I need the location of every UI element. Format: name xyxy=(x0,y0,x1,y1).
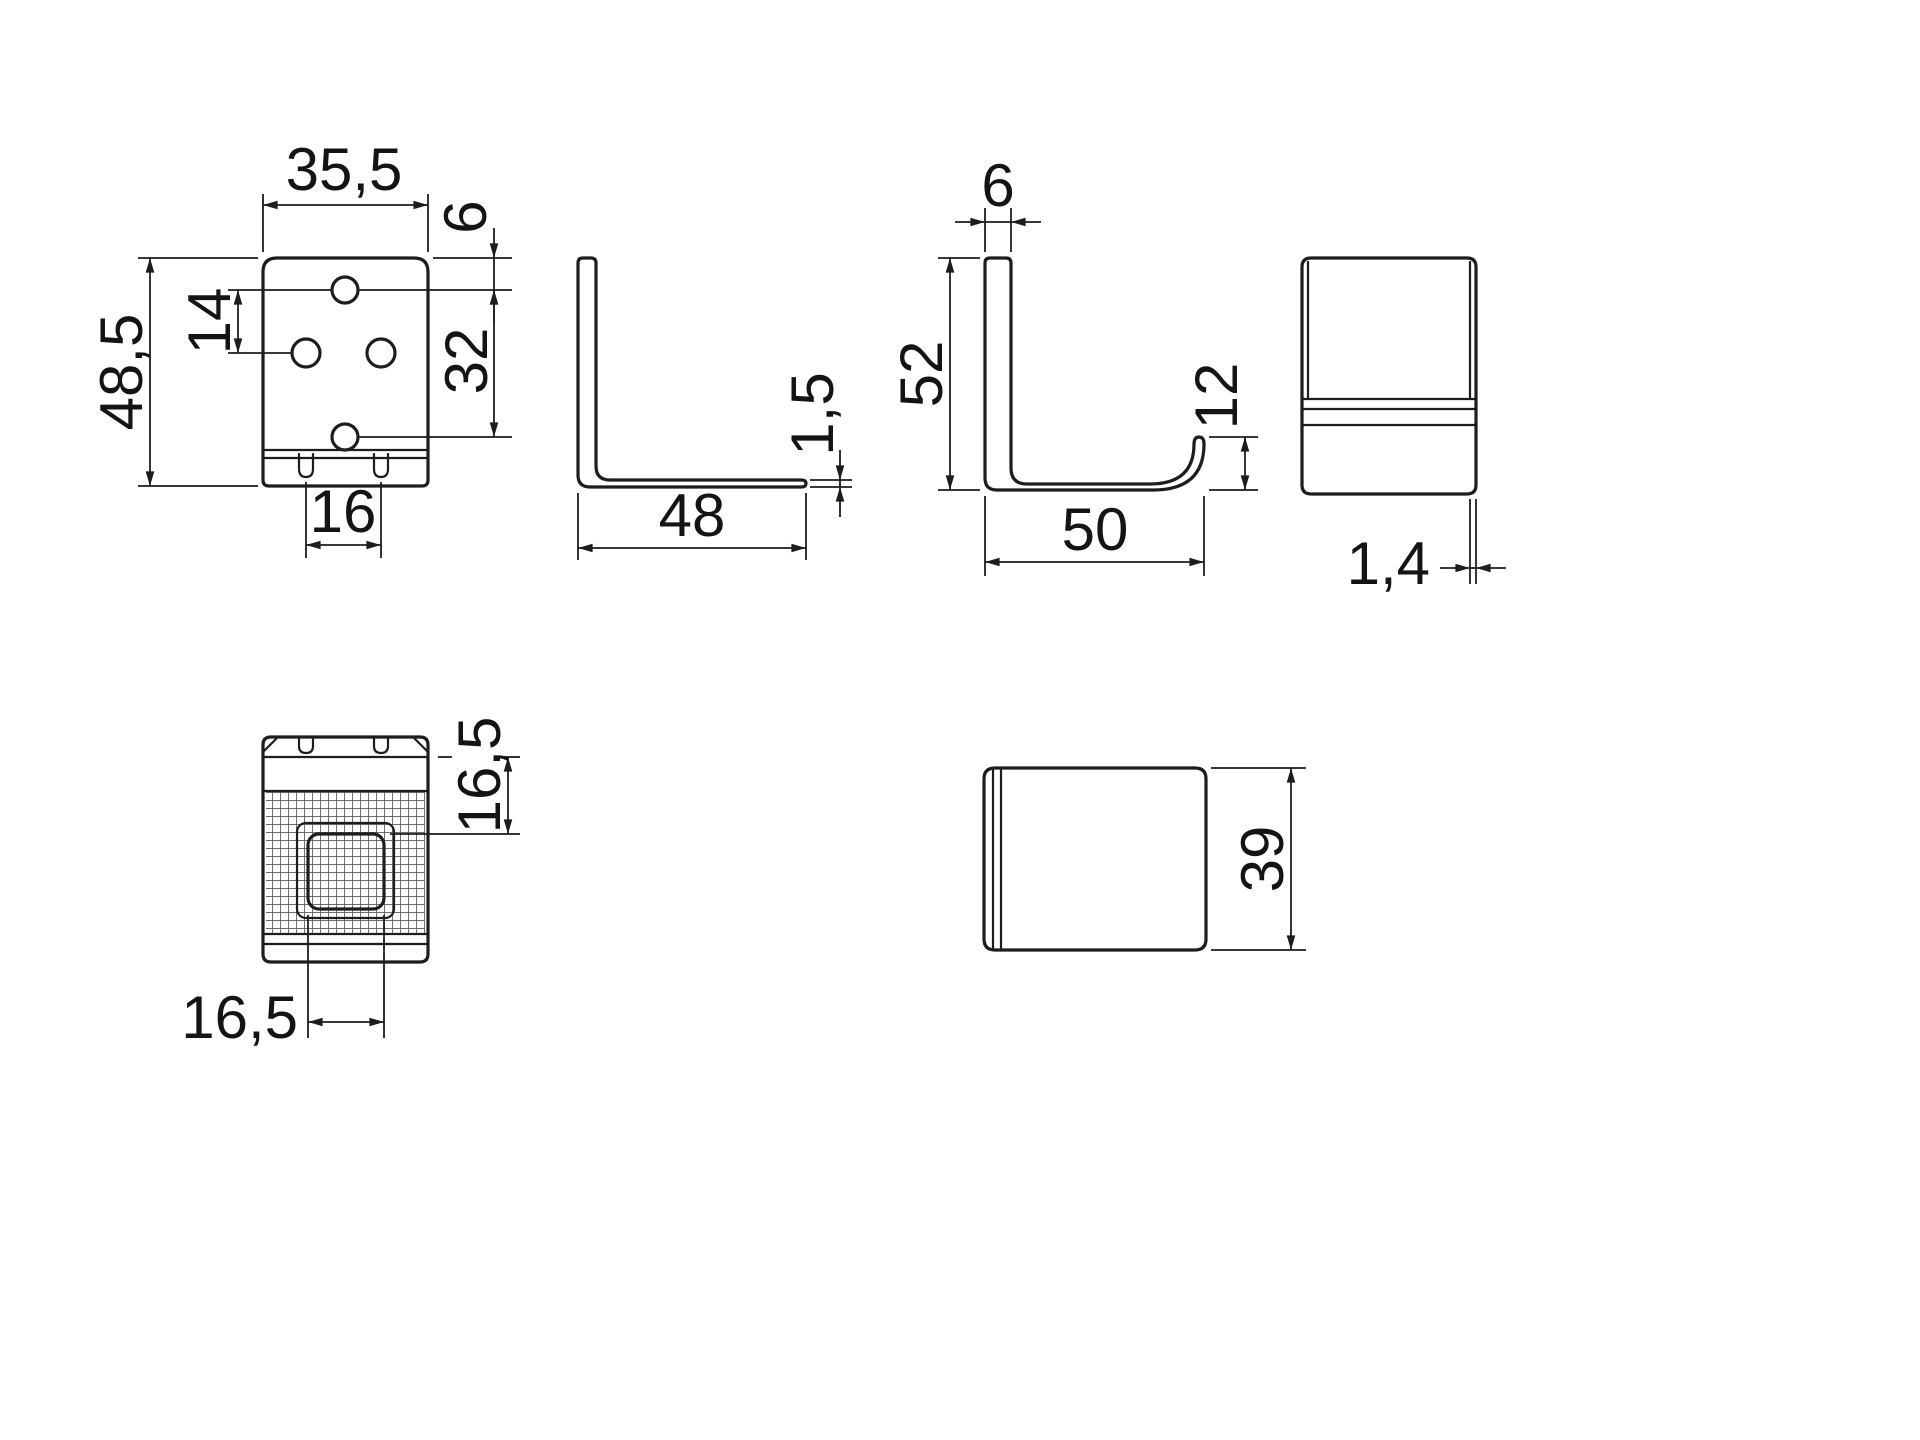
dim-label-hole-span: 32 xyxy=(433,328,500,395)
dim-thickness: 1,5 xyxy=(779,372,852,517)
dim-label-width: 35,5 xyxy=(286,136,403,203)
bracket-a-front-view: 35,5 6 48,5 14 32 16 xyxy=(88,136,512,558)
dim-hole-top-offset: 6 xyxy=(358,200,512,322)
dim-hole-spacing: 16 xyxy=(305,478,382,558)
dim-width: 39 xyxy=(1211,767,1306,951)
mounting-slot xyxy=(372,452,390,479)
dim-label-opening-width: 16,5 xyxy=(181,984,298,1051)
bracket-b-front-view: 1,4 xyxy=(1300,256,1506,597)
hole xyxy=(365,337,397,369)
bracket-a-top-view: 16,5 16,5 xyxy=(181,717,520,1051)
dim-label-lip-height: 12 xyxy=(1183,363,1250,430)
dim-width: 35,5 xyxy=(262,136,429,252)
dim-label-hole-top-offset: 6 xyxy=(432,200,499,233)
dim-label-thickness: 1,5 xyxy=(779,372,846,455)
part-outline xyxy=(576,256,808,489)
dim-depth: 50 xyxy=(984,496,1205,576)
dim-label-hole-spacing: 16 xyxy=(310,478,377,545)
dim-thickness: 1,4 xyxy=(1347,499,1506,597)
dim-height: 48,5 xyxy=(88,257,258,487)
bracket-a-side-view: 1,5 48 xyxy=(576,256,852,560)
part-outline xyxy=(261,256,430,488)
mounting-slot xyxy=(297,735,315,755)
dim-opening-width: 16,5 xyxy=(181,915,385,1051)
dim-lip-height: 12 xyxy=(1183,363,1258,491)
dim-label-hole-row-offset: 14 xyxy=(176,288,243,355)
bracket-b-top-view: 39 xyxy=(982,766,1306,952)
dim-label-flange-width: 6 xyxy=(981,152,1014,219)
dim-hole-row-offset: 14 xyxy=(176,288,332,355)
hole xyxy=(330,275,360,305)
square-opening xyxy=(306,832,386,911)
knurl-texture xyxy=(266,791,425,934)
dim-label-height: 52 xyxy=(888,341,955,408)
dim-hole-span: 32 xyxy=(358,289,512,438)
part-outline xyxy=(1300,256,1478,496)
hole xyxy=(290,337,322,369)
corner-relief xyxy=(262,735,280,753)
dim-label-thickness: 1,4 xyxy=(1347,530,1430,597)
dim-label-width: 39 xyxy=(1229,826,1296,893)
dim-label-opening-depth: 16,5 xyxy=(446,717,513,834)
mounting-slot xyxy=(297,452,315,479)
dim-depth: 48 xyxy=(577,482,807,560)
cleared-area xyxy=(295,821,396,920)
part-outline xyxy=(261,735,430,964)
mounting-slot xyxy=(372,735,390,755)
dim-label-height: 48,5 xyxy=(88,314,155,431)
dim-flange-width: 6 xyxy=(955,152,1041,252)
part-outline xyxy=(983,256,1206,492)
dim-height: 52 xyxy=(888,257,980,491)
dim-label-depth: 50 xyxy=(1062,496,1129,563)
part-outline xyxy=(982,766,1208,952)
dim-opening-depth: 16,5 xyxy=(390,717,520,835)
dim-label-depth: 48 xyxy=(659,482,726,549)
hole xyxy=(330,422,360,452)
bracket-b-profile-view: 6 52 12 50 xyxy=(888,152,1258,576)
corner-relief xyxy=(411,735,429,753)
